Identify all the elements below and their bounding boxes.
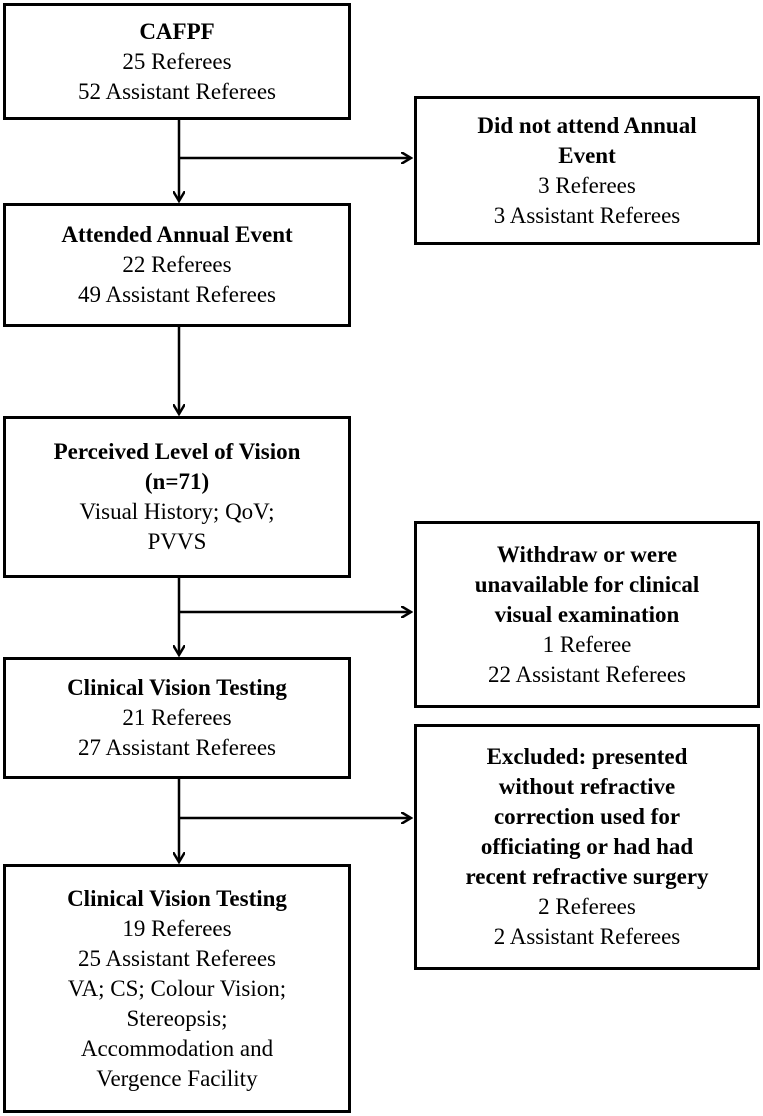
box-cafpf-line: 52 Assistant Referees bbox=[77, 78, 276, 104]
box-perceived-vision-line: PVVS bbox=[147, 529, 207, 554]
box-clinical-testing-2-line: VA; CS; Colour Vision; bbox=[67, 975, 287, 1001]
box-clinical-testing-2-line: Stereopsis; bbox=[126, 1005, 228, 1031]
box-did-not-attend: Did not attend Annual Event 3 Referees 3… bbox=[414, 96, 760, 245]
box-withdraw-title: visual examination bbox=[494, 601, 680, 627]
box-did-not-attend-line: 3 Assistant Referees bbox=[493, 202, 681, 228]
box-clinical-testing-1-title: Clinical Vision Testing bbox=[67, 675, 287, 700]
box-perceived-vision: Perceived Level of Vision (n=71) Visual … bbox=[3, 416, 351, 578]
box-withdraw: Withdraw or were unavailable for clinica… bbox=[414, 521, 760, 708]
box-excluded: Excluded: presented without refractive c… bbox=[414, 724, 760, 970]
box-attended: Attended Annual Event 22 Referees 49 Ass… bbox=[3, 203, 351, 327]
box-attended-line: 22 Referees bbox=[122, 252, 232, 277]
box-excluded-title: Excluded: presented bbox=[486, 744, 688, 769]
box-attended-line: 49 Assistant Referees bbox=[77, 282, 276, 307]
box-excluded-title: correction used for bbox=[493, 804, 681, 829]
box-excluded-line: 2 Assistant Referees bbox=[493, 924, 681, 949]
box-withdraw-title: unavailable for clinical bbox=[474, 571, 700, 597]
box-excluded-title: without refractive bbox=[498, 774, 676, 799]
box-withdraw-line: 1 Referee bbox=[542, 631, 632, 657]
box-cafpf: CAFPF 25 Referees 52 Assistant Referees bbox=[3, 3, 351, 120]
box-clinical-testing-2-line: Vergence Facility bbox=[96, 1065, 258, 1091]
box-did-not-attend-title: Event bbox=[558, 142, 616, 168]
box-clinical-testing-1-line: 21 Referees bbox=[122, 705, 232, 730]
box-perceived-vision-title: Perceived Level of Vision bbox=[53, 439, 301, 464]
box-withdraw-title: Withdraw or were bbox=[496, 541, 678, 567]
box-cafpf-title: CAFPF bbox=[139, 18, 215, 44]
box-perceived-vision-title: (n=71) bbox=[144, 469, 210, 494]
box-excluded-title: recent refractive surgery bbox=[465, 864, 709, 889]
box-cafpf-line: 25 Referees bbox=[122, 48, 232, 74]
box-clinical-testing-2-line: 19 Referees bbox=[122, 915, 232, 941]
box-excluded-title: officiating or had had bbox=[480, 834, 694, 859]
box-clinical-testing-2-line: Accommodation and bbox=[80, 1035, 274, 1061]
box-clinical-testing-2: Clinical Vision Testing 19 Referees 25 A… bbox=[3, 864, 351, 1113]
box-clinical-testing-2-title: Clinical Vision Testing bbox=[67, 885, 287, 911]
box-did-not-attend-title: Did not attend Annual bbox=[477, 112, 697, 138]
box-clinical-testing-1-line: 27 Assistant Referees bbox=[77, 735, 276, 760]
box-perceived-vision-line: Visual History; QoV; bbox=[79, 499, 275, 524]
box-did-not-attend-line: 3 Referees bbox=[538, 172, 636, 198]
box-clinical-testing-2-line: 25 Assistant Referees bbox=[77, 945, 276, 971]
box-attended-title: Attended Annual Event bbox=[61, 222, 293, 247]
box-withdraw-line: 22 Assistant Referees bbox=[487, 661, 686, 687]
box-clinical-testing-1: Clinical Vision Testing 21 Referees 27 A… bbox=[3, 657, 351, 779]
box-excluded-line: 2 Referees bbox=[538, 894, 636, 919]
